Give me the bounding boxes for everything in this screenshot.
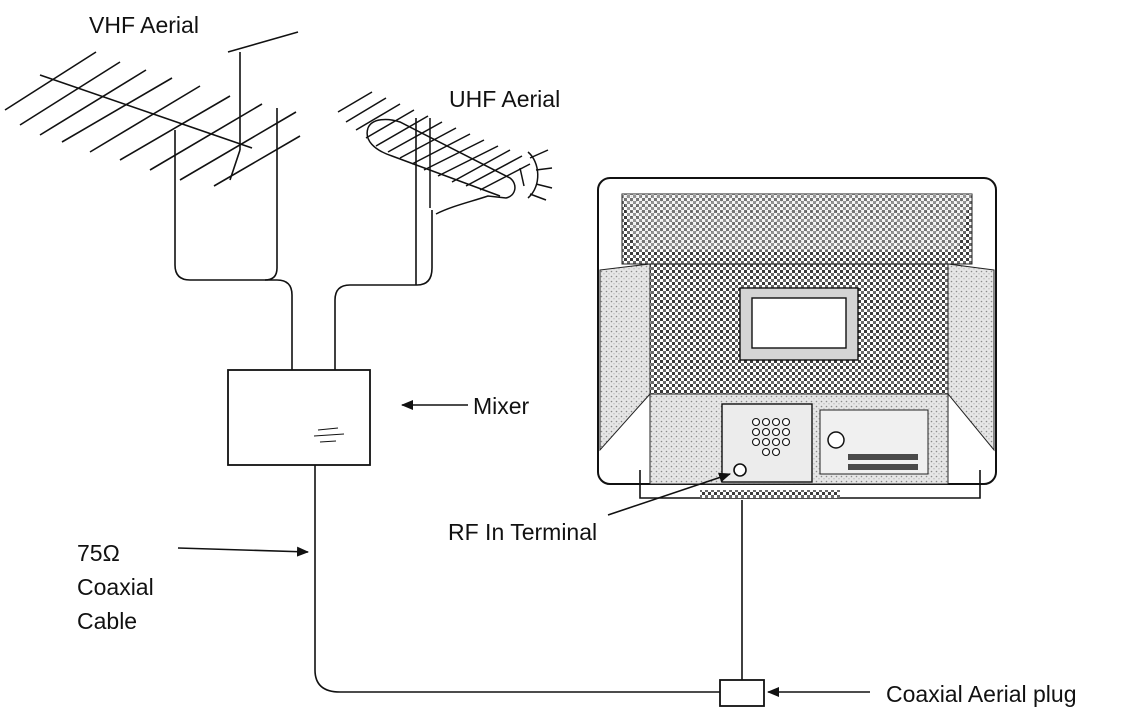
- coaxial-aerial-plug: [719, 679, 765, 707]
- cable-label-line3: Cable: [77, 608, 137, 634]
- coaxial-cable-arrow: [177, 546, 309, 557]
- down-lead-cables: [174, 108, 433, 370]
- jack-panel: [751, 417, 791, 457]
- uhf-aerial-icon: [337, 91, 553, 215]
- cable-label-line1: 75Ω: [77, 540, 120, 566]
- rf-in-terminal-socket: [733, 463, 747, 477]
- coaxial-aerial-plug-label: Coaxial Aerial plug: [886, 681, 1077, 707]
- uhf-aerial-label: UHF Aerial: [449, 86, 560, 112]
- rf-in-terminal-arrow: [607, 472, 731, 516]
- mixer-box: [227, 369, 371, 466]
- mixer-label: Mixer: [473, 393, 530, 419]
- rf-in-terminal-label: RF In Terminal: [448, 519, 597, 545]
- mixer-mark: [313, 427, 345, 443]
- vhf-aerial-label: VHF Aerial: [89, 12, 199, 38]
- cable-label-line2: Coaxial: [77, 574, 154, 600]
- vhf-aerial-icon: [4, 31, 301, 187]
- coaxial-cable: [314, 465, 720, 693]
- tv-rear-view: [597, 177, 997, 499]
